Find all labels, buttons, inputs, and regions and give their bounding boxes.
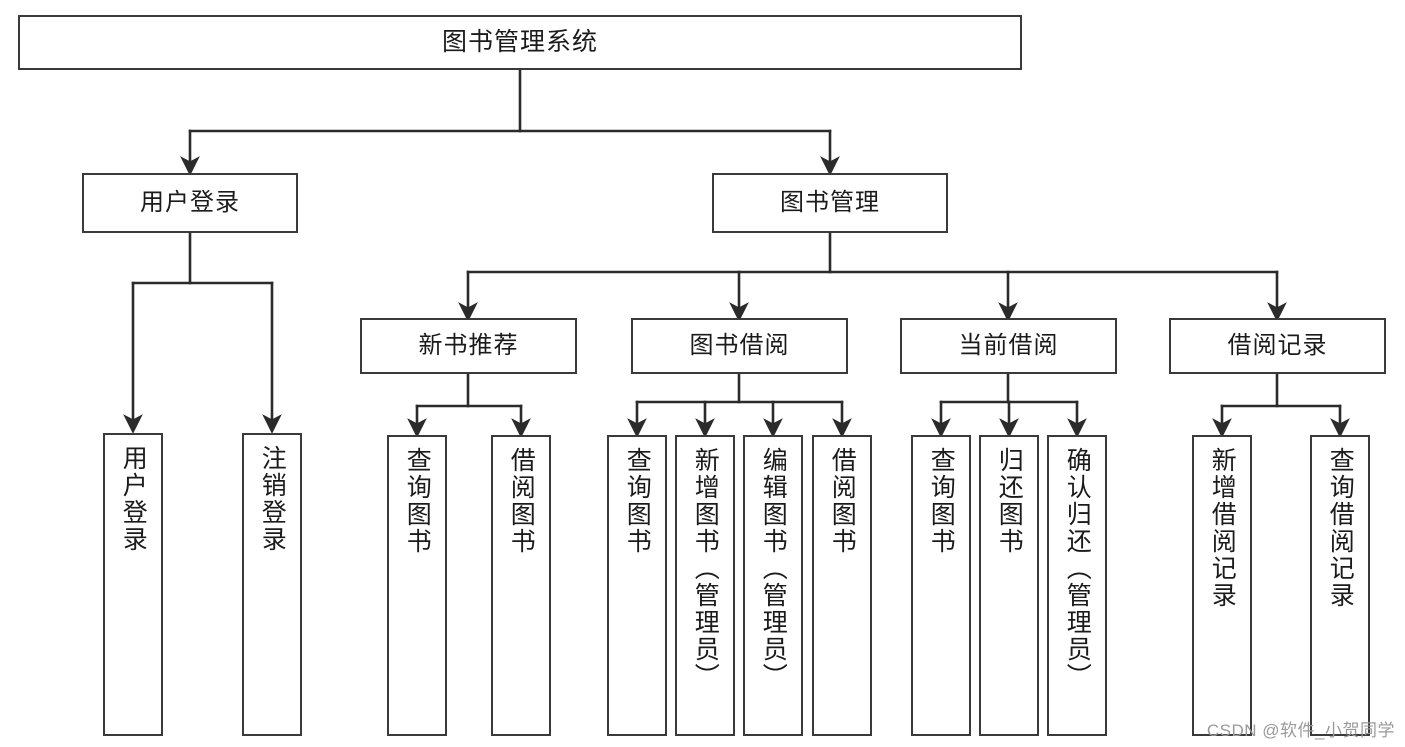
node-label: 编辑图书（管理员） — [759, 447, 788, 690]
node-label: 用户登录 — [140, 188, 240, 216]
node-book-manage[interactable]: 图书管理 — [712, 173, 948, 233]
node-label: 用户登录 — [119, 445, 148, 553]
node-leaf-add-book[interactable]: 新增图书（管理员） — [675, 435, 735, 736]
node-label: 查询图书 — [623, 447, 652, 555]
node-label: 图书管理系统 — [441, 27, 598, 56]
node-leaf-query-book-2[interactable]: 查询图书 — [607, 435, 667, 736]
node-leaf-edit-book[interactable]: 编辑图书（管理员） — [743, 435, 803, 736]
node-leaf-confirm-return[interactable]: 确认归还（管理员） — [1047, 435, 1107, 736]
node-leaf-return-book[interactable]: 归还图书 — [979, 435, 1039, 736]
node-leaf-borrow-book-2[interactable]: 借阅图书 — [812, 435, 872, 736]
node-leaf-add-record[interactable]: 新增借阅记录 — [1192, 435, 1252, 736]
node-leaf-logout-login[interactable]: 注销登录 — [242, 433, 302, 736]
node-label: 借阅图书 — [507, 447, 536, 555]
node-leaf-query-record[interactable]: 查询借阅记录 — [1310, 435, 1370, 736]
node-label: 借阅图书 — [828, 447, 857, 555]
node-leaf-borrow-book-1[interactable]: 借阅图书 — [491, 435, 551, 736]
node-leaf-query-book-3[interactable]: 查询图书 — [911, 435, 971, 736]
node-label: 查询图书 — [927, 447, 956, 555]
node-label: 新增图书（管理员） — [691, 447, 720, 690]
node-label: 确认归还（管理员） — [1063, 447, 1092, 690]
node-current-borrow[interactable]: 当前借阅 — [900, 318, 1117, 374]
node-label: 注销登录 — [258, 445, 287, 553]
node-book-borrow[interactable]: 图书借阅 — [631, 318, 848, 374]
node-new-book-recommend[interactable]: 新书推荐 — [360, 318, 577, 374]
node-label: 新增借阅记录 — [1208, 447, 1237, 609]
node-borrow-record[interactable]: 借阅记录 — [1169, 318, 1386, 374]
node-leaf-query-book-1[interactable]: 查询图书 — [387, 435, 447, 736]
node-label: 查询借阅记录 — [1326, 447, 1355, 609]
node-label: 当前借阅 — [958, 331, 1059, 359]
node-label: 归还图书 — [995, 447, 1024, 555]
node-label: 新书推荐 — [418, 331, 519, 359]
node-label: 借阅记录 — [1227, 331, 1328, 359]
node-leaf-user-login[interactable]: 用户登录 — [103, 433, 163, 736]
node-label: 查询图书 — [403, 447, 432, 555]
node-label: 图书管理 — [780, 188, 880, 216]
node-book-management-system[interactable]: 图书管理系统 — [18, 15, 1022, 70]
node-user-login[interactable]: 用户登录 — [82, 173, 298, 233]
node-label: 图书借阅 — [689, 331, 790, 359]
